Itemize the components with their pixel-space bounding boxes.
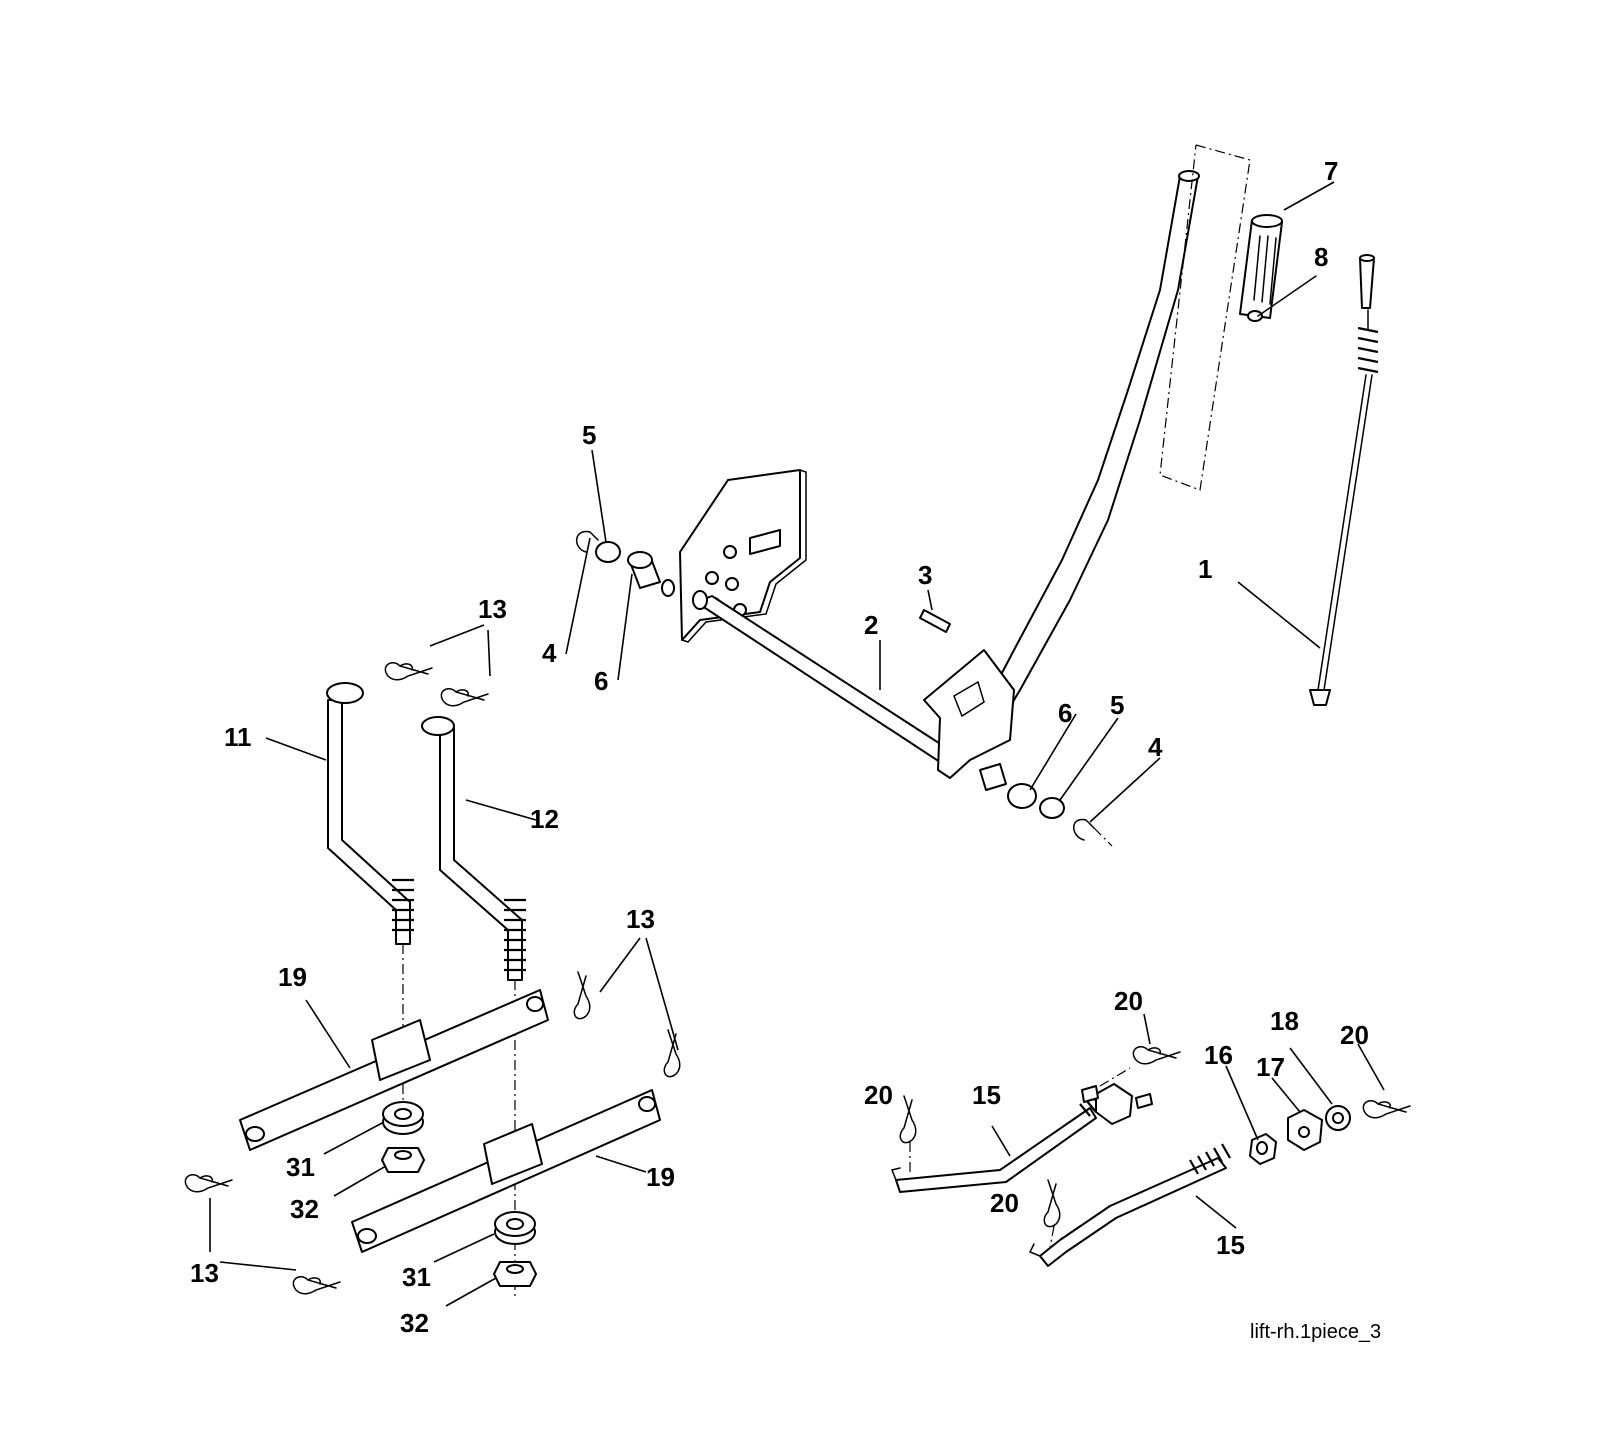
callout-13: 13 xyxy=(626,904,655,934)
hairpin-clip xyxy=(184,1173,233,1193)
callout-7: 7 xyxy=(1324,156,1338,186)
callout-5: 5 xyxy=(1110,690,1124,720)
adjuster-rod-upper xyxy=(890,1091,1109,1193)
callout-32: 32 xyxy=(290,1194,319,1224)
hairpin-clip-20 xyxy=(899,1095,917,1144)
handle-grip xyxy=(1239,214,1283,322)
hairpin-clip-20 xyxy=(1043,1179,1061,1228)
callout-6: 6 xyxy=(1058,698,1072,728)
callout-17: 17 xyxy=(1256,1052,1285,1082)
callout-31: 31 xyxy=(402,1262,431,1292)
callout-13: 13 xyxy=(478,594,507,624)
callout-4: 4 xyxy=(542,638,557,668)
lift-cable xyxy=(1309,254,1379,706)
lift-handle xyxy=(971,144,1251,741)
callout-20: 20 xyxy=(1114,986,1143,1016)
bushing-right xyxy=(979,763,1037,809)
nut-left xyxy=(381,1147,425,1173)
washer-right xyxy=(1039,797,1065,819)
callout-31: 31 xyxy=(286,1152,315,1182)
callout-3: 3 xyxy=(918,560,932,590)
callout-5: 5 xyxy=(582,420,596,450)
callout-18: 18 xyxy=(1270,1006,1299,1036)
hex-nut xyxy=(1249,1133,1277,1165)
callout-20: 20 xyxy=(990,1188,1019,1218)
lift-shaft xyxy=(692,590,1015,779)
washer-left xyxy=(595,541,621,563)
callout-11: 11 xyxy=(224,722,252,752)
callout-1: 1 xyxy=(1198,554,1212,584)
callout-13: 13 xyxy=(190,1258,219,1288)
hairpin-clip-20 xyxy=(1362,1099,1411,1119)
callout-12: 12 xyxy=(530,804,559,834)
adjuster-rod-lower xyxy=(1028,1143,1231,1267)
spring-pin xyxy=(919,609,951,633)
hairpin-clip xyxy=(384,661,433,681)
grommet-right xyxy=(494,1211,536,1245)
roll-pin xyxy=(1257,275,1317,317)
hairpin-clip xyxy=(292,1275,341,1295)
callout-4: 4 xyxy=(1148,732,1163,762)
callout-15: 15 xyxy=(1216,1230,1245,1260)
lift-link-upper xyxy=(239,989,549,1151)
trunnion-lower xyxy=(1287,1109,1323,1151)
callout-20: 20 xyxy=(864,1080,893,1110)
callout-19: 19 xyxy=(278,962,307,992)
flange-nut xyxy=(1325,1105,1351,1131)
lift-link-lower xyxy=(351,1089,661,1253)
hairpin-clip xyxy=(573,971,591,1020)
callout-20: 20 xyxy=(1340,1020,1369,1050)
drawing-reference: lift-rh.1piece_3 xyxy=(1250,1321,1381,1343)
nut-right xyxy=(493,1261,537,1287)
grommet-left xyxy=(382,1101,424,1135)
lift-rod-left xyxy=(326,682,414,945)
callout-16: 16 xyxy=(1204,1040,1233,1070)
hairpin-clip-20 xyxy=(1132,1045,1181,1065)
hairpin-clip xyxy=(663,1029,681,1078)
trunnion-upper xyxy=(1081,1083,1153,1125)
callout-15: 15 xyxy=(972,1080,1001,1110)
e-clip-right xyxy=(1073,818,1095,841)
callout-2: 2 xyxy=(864,610,878,640)
e-clip-left xyxy=(576,530,599,553)
callout-32: 32 xyxy=(400,1308,429,1338)
leader-lines xyxy=(209,181,1385,1307)
callout-6: 6 xyxy=(594,666,608,696)
bushing-left xyxy=(627,551,675,597)
callout-8: 8 xyxy=(1314,242,1328,272)
callout-19: 19 xyxy=(646,1162,675,1192)
hairpin-clip xyxy=(440,687,489,707)
lift-rod-right xyxy=(421,716,526,981)
